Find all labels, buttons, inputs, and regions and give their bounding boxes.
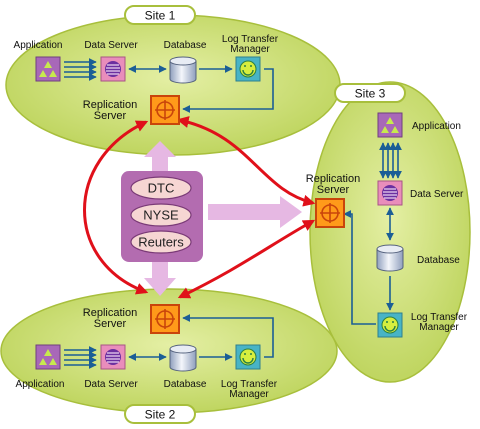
source-reuters: Reuters xyxy=(130,230,192,254)
site-1-title-text: Site 1 xyxy=(145,9,176,23)
site-2-log-transfer-manager-icon xyxy=(235,344,261,370)
site-1-ltm-label-line-2: Manager xyxy=(230,44,270,55)
site-2-components: Replication Server Application Data Serv… xyxy=(16,304,278,400)
site-1-application-label: Application xyxy=(14,40,63,51)
site-3-application-label: Application xyxy=(412,121,461,132)
source-dtc-label: DTC xyxy=(148,181,175,196)
site-2-application-label: Application xyxy=(16,379,65,390)
site-2-replication-server-icon xyxy=(150,304,180,334)
source-nyse-label: NYSE xyxy=(143,208,179,223)
site-1-rs-label-line-2: Server xyxy=(94,110,127,122)
site-2-ltm-label-line-1: Log Transfer xyxy=(221,379,278,390)
replication-links xyxy=(83,116,316,299)
source-dtc: DTC xyxy=(130,176,192,200)
site-1-ltm-label-line-1: Log Transfer xyxy=(222,34,279,45)
site-3-data-server-icon xyxy=(377,180,403,206)
link-site1-site3 xyxy=(176,116,316,207)
site-1-ellipse xyxy=(5,14,341,156)
site-2-database-label: Database xyxy=(164,379,207,390)
source-nyse: NYSE xyxy=(130,203,192,227)
site-3-rs-label-line-1: Replication xyxy=(306,173,360,185)
site-1-title: Site 1 xyxy=(124,5,196,25)
source-reuters-label: Reuters xyxy=(138,235,184,250)
site-2-data-server-label: Data Server xyxy=(84,379,138,390)
site-1-application-icon xyxy=(35,56,61,82)
site-3-data-server-label: Data Server xyxy=(410,189,464,200)
site-3-replication-server-icon xyxy=(315,198,345,228)
site-1-database-label: Database xyxy=(164,40,207,51)
site-2-database-icon xyxy=(169,344,197,372)
site-3-database-label: Database xyxy=(417,255,460,266)
site-2-application-icon xyxy=(35,344,61,370)
arrow-to-site-3 xyxy=(208,196,302,228)
site-3-database-icon xyxy=(376,244,404,272)
site-3-title-text: Site 3 xyxy=(355,87,386,101)
site-2-rs-label-line-1: Replication xyxy=(83,307,137,319)
arrow-to-site-2 xyxy=(144,262,176,296)
link-site2-site3 xyxy=(177,219,316,299)
site-1-components: Application Data Server Database Log Tra… xyxy=(14,34,279,125)
site-1-rs-label-line-1: Replication xyxy=(83,99,137,111)
site-1 xyxy=(5,14,341,156)
site-2-data-server-icon xyxy=(100,344,126,370)
site-3-application-icon xyxy=(377,112,403,138)
site-3-rs-label-line-2: Server xyxy=(317,184,350,196)
site-3-ltm-label-line-2: Manager xyxy=(419,322,459,333)
site-1-database-icon xyxy=(169,56,197,84)
link-site1-site2 xyxy=(83,120,149,295)
site-2-title-text: Site 2 xyxy=(145,408,176,422)
site-3-ltm-label-line-1: Log Transfer xyxy=(411,312,468,323)
site-3-components: Application Data Server Database Log Tra… xyxy=(306,112,468,338)
site-1-replication-server-icon xyxy=(150,95,180,125)
site-2-ltm-label-line-2: Manager xyxy=(229,389,269,400)
site-1-log-transfer-manager-icon xyxy=(235,56,261,82)
data-sources-panel: DTC NYSE Reuters xyxy=(121,171,203,262)
site-2-title: Site 2 xyxy=(124,404,196,424)
site-1-data-server-icon xyxy=(100,56,126,82)
site-1-data-server-label: Data Server xyxy=(84,40,138,51)
site-3-title: Site 3 xyxy=(334,83,406,103)
site-2-rs-label-line-2: Server xyxy=(94,318,127,330)
site-3-log-transfer-manager-icon xyxy=(377,312,403,338)
arrow-to-site-1 xyxy=(144,141,176,172)
